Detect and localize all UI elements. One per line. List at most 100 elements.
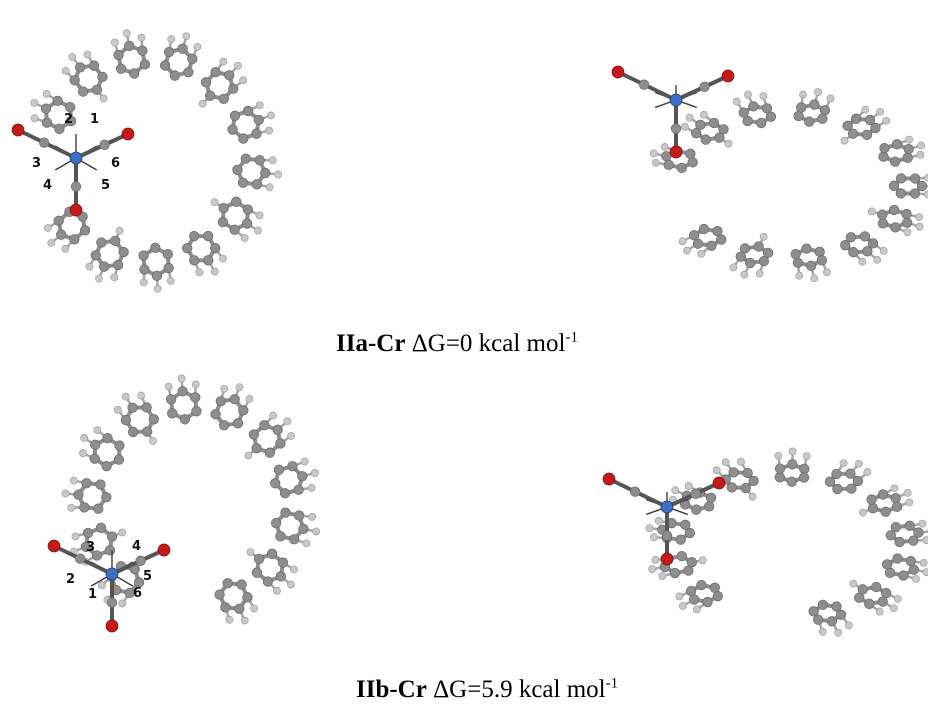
iib-top-carbon-atom — [91, 550, 103, 561]
iia-side-carbon-atom — [685, 148, 696, 159]
iia-top-hydrogen-atom — [83, 50, 92, 59]
iib-top-hydrogen-atom — [149, 437, 157, 445]
atom-label-4: 4 — [43, 178, 52, 193]
iib-top-carbon-atom — [251, 567, 263, 578]
iia-top-carbon-atom — [159, 60, 171, 71]
iib-top-hydrogen-atom — [121, 392, 130, 401]
iia-top-hydrogen-atom — [44, 224, 52, 232]
iia-top-hydrogen-atom — [30, 114, 39, 123]
iia-top-carbon-atom — [163, 46, 175, 58]
iib-side-carbon-atom — [826, 616, 838, 627]
iia-top-carbon-atom — [217, 216, 229, 228]
iia-side-carbon-atom — [901, 208, 912, 220]
iib-top-carbon-atom — [133, 577, 145, 588]
iib-top-carbon-atom — [266, 548, 278, 559]
iib-side-carbon-atom — [774, 463, 786, 474]
iib-top-carbon-atom — [167, 408, 178, 419]
iia-side-oxygen-atom — [611, 65, 625, 79]
iib-top-carbon-atom — [293, 484, 304, 495]
iia-top-hydrogen-atom — [61, 244, 70, 253]
iib-side-hydrogen-atom — [839, 459, 848, 468]
iib-top-carbon-atom — [177, 386, 188, 397]
iib-side-carbon-atom — [799, 463, 810, 475]
iia-side-carbon-atom — [758, 256, 770, 267]
iib-top-carbon-atom — [104, 545, 116, 556]
iia-side-hydrogen-atom — [724, 139, 733, 148]
iib-side-carbon-atom — [742, 467, 753, 479]
iia-top-carbon-atom — [260, 167, 271, 179]
iia-side-carbon-atom — [895, 173, 907, 184]
iia-top-hydrogen-atom — [267, 111, 275, 120]
iib-side-carbon-atom — [675, 534, 686, 545]
iia-side-carbon-atom — [814, 246, 825, 257]
iia-side-carbon-atom — [687, 157, 698, 168]
iia-side-carbonyl-carbon — [670, 123, 682, 134]
iib-top-carbon-atom — [297, 471, 308, 482]
iia-top-carbonyl-carbon — [70, 181, 82, 192]
iib-top-hydrogen-atom — [220, 384, 229, 393]
iib-top-carbon-atom — [114, 440, 125, 451]
iia-side-hydrogen-atom — [882, 116, 891, 125]
iia-side-carbon-atom — [663, 159, 674, 171]
iia-side-hydrogen-atom — [873, 255, 882, 264]
iib-top-hydrogen-atom — [245, 394, 254, 403]
iia-top-hydrogen-atom — [95, 274, 103, 283]
iib-side-hydrogen-atom — [748, 492, 757, 501]
iia-top-carbon-atom — [41, 117, 53, 128]
iia-side-carbon-atom — [716, 234, 727, 245]
iib-side-carbon-atom — [881, 559, 893, 570]
iia-side-carbon-atom — [877, 218, 889, 229]
iia-side-carbon-atom — [848, 247, 859, 258]
iib-top-carbon-atom — [106, 531, 118, 542]
iib-top-hydrogen-atom — [98, 581, 106, 590]
iib-side-carbon-atom — [712, 591, 723, 602]
iia-top-carbon-atom — [65, 101, 76, 113]
iia-top-hydrogen-atom — [85, 262, 94, 271]
iib-side-hydrogen-atom — [922, 568, 928, 577]
iib-top-hydrogen-atom — [302, 539, 311, 548]
iia-top-oxygen-atom — [11, 123, 25, 137]
iia-side-carbon-atom — [792, 257, 804, 268]
iib-side-hydrogen-atom — [918, 519, 927, 528]
iib-side-carbon-atom — [808, 606, 819, 617]
iib-side-carbonyl-carbon — [629, 486, 641, 497]
iia-top-hydrogen-atom — [167, 35, 176, 44]
iia-top-carbon-atom — [112, 259, 124, 271]
iia-side-carbon-atom — [695, 119, 706, 131]
iia-top-carbon-atom — [52, 95, 63, 107]
iib-side-carbon-atom — [669, 567, 681, 579]
iib-side-hydrogen-atom — [858, 508, 867, 517]
iia-top-carbon-atom — [97, 71, 108, 83]
iib-side-carbon-atom — [683, 565, 694, 576]
iia-top-carbon-atom — [163, 262, 174, 274]
iib-side-hydrogen-atom — [875, 607, 884, 616]
iib-top-chromium-atom — [105, 567, 119, 581]
iia-top-carbon-atom — [238, 133, 249, 144]
iib-top-carbon-atom — [210, 409, 221, 420]
iib-top-hydrogen-atom — [118, 599, 127, 608]
iib-side-hydrogen-atom — [654, 516, 663, 525]
iib-top-carbon-atom — [179, 414, 191, 425]
iib-top-carbonyl-carbon — [135, 555, 146, 566]
iib-top-carbon-atom — [95, 522, 107, 533]
atom-label-6: 6 — [133, 586, 142, 601]
iib-top-hydrogen-atom — [250, 604, 259, 613]
iia-top-carbon-atom — [253, 114, 264, 126]
iib-top-carbon-atom — [251, 443, 262, 454]
iia-top-carbon-atom — [150, 242, 161, 253]
iia-side-hydrogen-atom — [915, 213, 924, 222]
iib-side-hydrogen-atom — [774, 451, 783, 460]
iib-top-hydrogen-atom — [290, 565, 298, 574]
iib-side-carbon-atom — [864, 598, 875, 609]
iia-top-carbon-atom — [229, 110, 241, 121]
iib-top-hydrogen-atom — [310, 469, 319, 477]
iia-top-carbon-atom — [218, 202, 229, 214]
iia-side-carbon-atom — [845, 232, 857, 243]
atom-label-2: 2 — [64, 112, 73, 127]
iib-top-carbon-atom — [275, 531, 286, 542]
iib-top-hydrogen-atom — [118, 528, 127, 537]
iib-top-carbon-atom — [142, 426, 153, 437]
iia-side-carbon-atom — [762, 247, 774, 259]
iia-top-hydrogen-atom — [239, 76, 248, 85]
iia-top-hydrogen-atom — [47, 239, 56, 247]
